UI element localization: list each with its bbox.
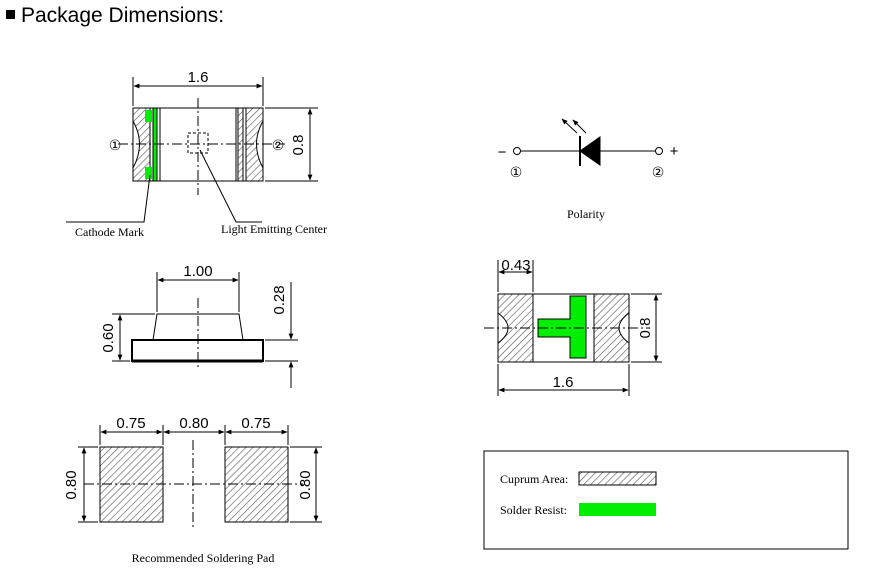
gap-label: 0.80	[179, 415, 208, 432]
pad-height-right-label: 0.80	[297, 470, 314, 499]
cathode-mark-top	[145, 110, 152, 122]
bottom-height-label: 0.8	[637, 318, 654, 339]
polarity-caption: Polarity	[567, 207, 605, 221]
polarity-pin2: ②	[652, 165, 665, 181]
cathode-leader	[66, 174, 151, 223]
solder-resist-label: Solder Resist:	[500, 503, 567, 517]
right-terminal	[245, 107, 264, 182]
minus-sign: −	[498, 144, 507, 161]
top-view	[66, 77, 318, 223]
side-view	[112, 272, 298, 388]
top-height-label: 0.8	[290, 135, 307, 156]
light-arrow-1-icon	[561, 118, 578, 134]
heading-text: Package Dimensions:	[21, 4, 225, 27]
plus-sign: +	[670, 143, 679, 160]
pad-width-right-label: 0.75	[241, 415, 270, 432]
bullet-square-icon	[6, 9, 15, 19]
pin2-label: ②	[272, 138, 285, 154]
cuprum-swatch	[578, 471, 657, 486]
total-height-label: 0.60	[100, 323, 117, 352]
cathode-mark-bottom	[145, 167, 152, 179]
light-arrow-2-icon	[572, 119, 587, 134]
polarity-pin1: ①	[510, 165, 523, 181]
solder-resist-swatch	[579, 503, 656, 516]
cathode-mark-caption: Cathode Mark	[75, 225, 144, 239]
pad-height-left-label: 0.80	[63, 470, 80, 499]
legend-frame	[483, 450, 849, 550]
lens-height-label: 0.28	[271, 285, 288, 314]
top-width-label: 1.6	[188, 69, 209, 86]
soldering-pad-view	[78, 425, 322, 530]
polarity-symbol	[513, 118, 663, 166]
terminal-2-dot	[655, 147, 663, 155]
terminal-1-dot	[513, 147, 521, 155]
section-heading: Package Dimensions:	[6, 4, 224, 28]
cuprum-label: Cuprum Area:	[500, 472, 568, 486]
pad-width-left-label: 0.75	[116, 415, 145, 432]
legend-box	[483, 450, 849, 550]
diode-triangle-icon	[579, 136, 601, 166]
soldering-pad-caption: Recommended Soldering Pad	[132, 551, 275, 565]
light-center-caption: Light Emitting Center	[221, 222, 327, 236]
bottom-view	[484, 260, 662, 396]
polarity-t-mark	[537, 295, 587, 359]
pad-width-label: 0.43	[501, 257, 530, 274]
center-leader	[199, 149, 262, 223]
lens-width-label: 1.00	[183, 263, 212, 280]
bottom-width-label: 1.6	[553, 374, 574, 391]
pin1-label: ①	[109, 138, 122, 154]
